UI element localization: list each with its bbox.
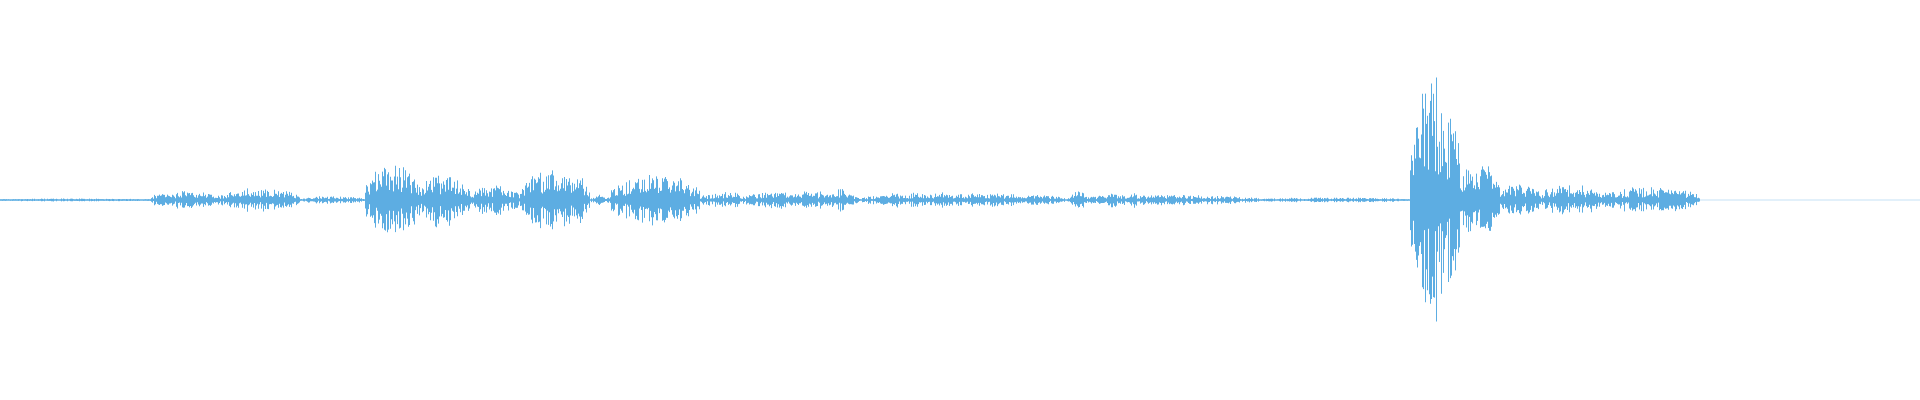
waveform-samples (0, 77, 1700, 322)
